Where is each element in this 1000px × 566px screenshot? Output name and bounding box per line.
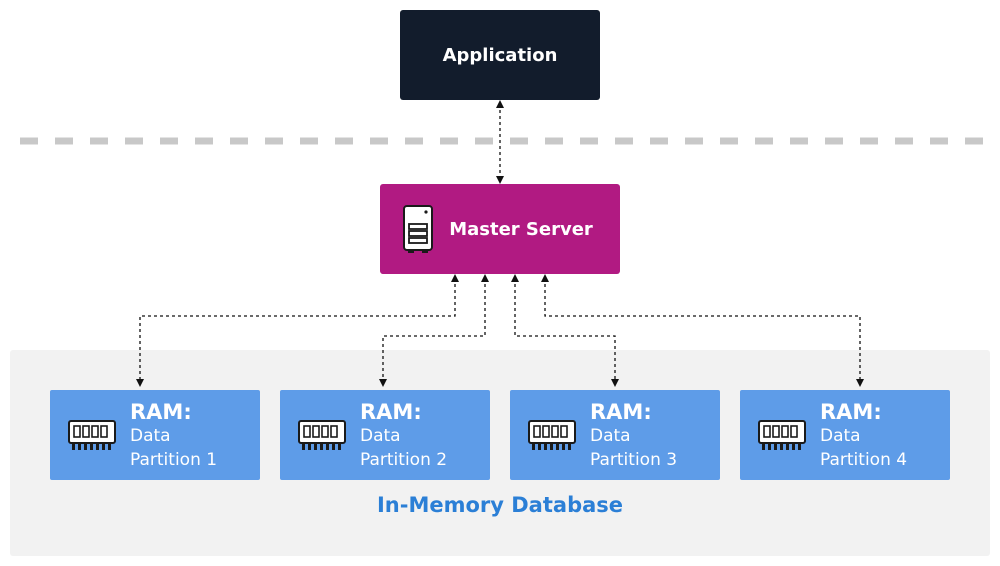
master-server-label: Master Server (449, 218, 593, 240)
ram-line-1: Data (590, 426, 631, 446)
connector-master-partition-4 (541, 274, 864, 387)
in-memory-database-label: In-Memory Database (376, 493, 624, 517)
memory-chip-icon (528, 420, 576, 450)
ram-title: RAM: (360, 400, 422, 424)
memory-chip-icon (758, 420, 806, 450)
ram-line-1: Data (820, 426, 861, 446)
connector-master-partition-1 (136, 274, 459, 387)
ram-partition-3-text: RAM: Data Partition 3 (590, 400, 677, 472)
memory-chip-icon (68, 420, 116, 450)
ram-line-2: Partition 1 (130, 450, 218, 470)
ram-title: RAM: (820, 400, 882, 424)
ram-partition-4-text: RAM: Data Partition 4 (820, 400, 907, 472)
memory-chip-icon (298, 420, 346, 450)
ram-partition-2: RAM: Data Partition 2 (280, 390, 490, 480)
ram-line-2: Partition 2 (360, 450, 448, 470)
ram-partition-1: RAM: Data Partition 1 (50, 390, 260, 480)
connector-master-partition-2 (379, 274, 489, 387)
ram-line-2: Partition 3 (590, 450, 678, 470)
connector-master-partition-3 (511, 274, 619, 387)
server-icon (403, 205, 433, 253)
ram-partition-3: RAM: Data Partition 3 (510, 390, 720, 480)
ram-line-2: Partition 4 (820, 450, 908, 470)
ram-line-1: Data (130, 426, 171, 446)
ram-title: RAM: (130, 400, 192, 424)
application-label: Application (442, 44, 558, 66)
ram-partition-4: RAM: Data Partition 4 (740, 390, 950, 480)
application-node: Application (400, 10, 600, 100)
ram-line-1: Data (360, 426, 401, 446)
ram-partition-2-text: RAM: Data Partition 2 (360, 400, 447, 472)
ram-partition-1-text: RAM: Data Partition 1 (130, 400, 217, 472)
master-server-node: Master Server (380, 184, 620, 274)
ram-title: RAM: (590, 400, 652, 424)
